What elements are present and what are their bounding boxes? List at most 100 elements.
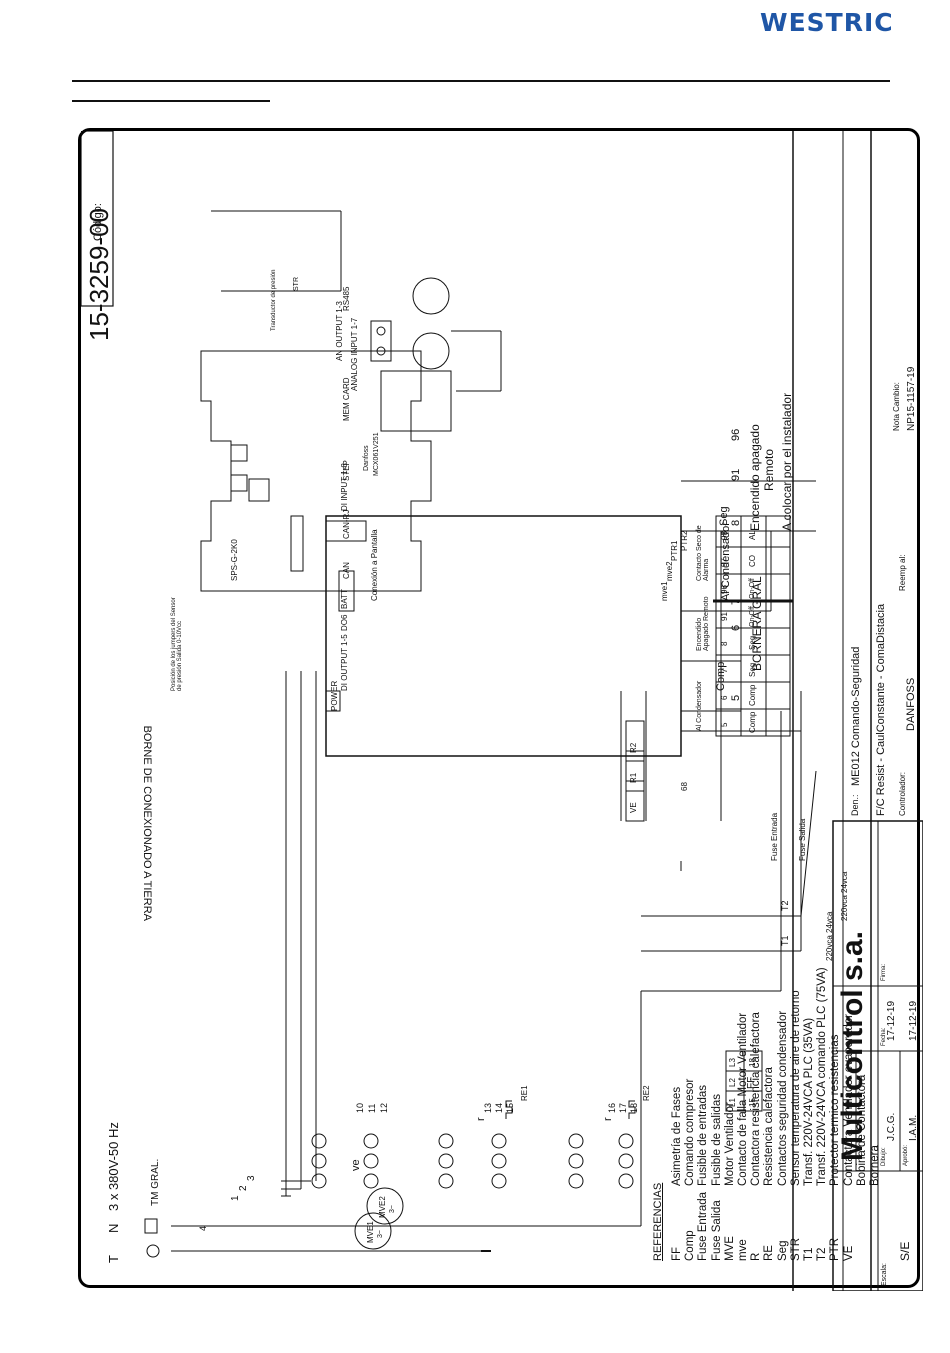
remote-note-2: Remoto xyxy=(762,448,776,491)
reference-code: T1 xyxy=(803,1247,815,1261)
dibujo-value: J.C.G. xyxy=(886,1112,897,1141)
fuse-out-label: Fuse Salida xyxy=(798,818,807,861)
main-three-phase-bus xyxy=(281,671,317,1197)
reference-row: Fuse SalidaFusible de salidas xyxy=(711,1094,723,1261)
remote-note-3: A colocar por el instalador xyxy=(780,392,794,531)
header-rule xyxy=(72,80,890,82)
schematic-rotated-canvas: Código: 15-3259-00 T N 3 x 380V-50 Hz TM… xyxy=(81,131,923,1291)
bornera-group-condensador: Al Condensador xyxy=(696,680,703,731)
den-line-2: F/C Resist - CaulConstante - ComaDistaci… xyxy=(875,603,887,816)
r2-output-17: 17 xyxy=(618,1102,628,1113)
controller-can-rj: CAN-RJ xyxy=(342,509,351,539)
reference-description: Contacto de falla Motor Ventilador xyxy=(737,1012,749,1186)
controller-batt: BATT xyxy=(340,589,349,609)
supply-label: 3 x 380V-50 Hz xyxy=(106,1122,121,1211)
earth-terminal-label: BORNE DE CONEXIONADO A TIERRA xyxy=(141,725,153,921)
ext-terminal-8: 8 xyxy=(730,519,742,526)
contactor-r2-group xyxy=(568,1100,636,1189)
reference-row: Fuse Entrada Fusible de entradas xyxy=(697,1085,709,1261)
phase-label-n: N xyxy=(106,1223,121,1233)
reference-description: Sensor temperatura de aire de retorno xyxy=(789,990,802,1186)
reference-code: FF xyxy=(671,1246,683,1261)
reference-description: Contactora resistencia calefactora xyxy=(750,1012,763,1186)
motor-mve1: MVE1 xyxy=(366,1221,375,1243)
bornera-lines xyxy=(713,515,793,737)
wire-4-label: 4 xyxy=(198,1225,208,1231)
reference-description: Bornera xyxy=(869,1145,881,1186)
coil-r1: R1 xyxy=(629,772,638,783)
reference-description: Fusible de salidas xyxy=(710,1093,723,1186)
reference-code: Fuse Entrada xyxy=(697,1191,710,1261)
controller-analog-in: ANALOG INPUT 1-7 xyxy=(350,317,359,391)
bornera-label-91: On-Off xyxy=(749,606,756,627)
ff-l3: L3 xyxy=(728,1058,737,1067)
phase-number-2: 2 xyxy=(238,1185,249,1191)
reference-code: PTR xyxy=(829,1238,842,1261)
reference-description: Fusible de entradas xyxy=(697,1084,710,1186)
reference-code: MVE xyxy=(723,1236,736,1261)
contactor-r1-group xyxy=(438,1100,513,1189)
main-switch-label: TM GRAL. xyxy=(150,1158,161,1206)
bornera-num-98: 98 xyxy=(720,531,729,540)
ext-terminal-6: 6 xyxy=(730,624,742,631)
contact-ptr1: PTR1 xyxy=(670,540,679,561)
contactor-ve-group xyxy=(311,1133,404,1250)
bornera-label-97: CO xyxy=(748,555,757,567)
contact-ptr2: PTR2 xyxy=(680,530,689,551)
nota-label: Nota Cambio: xyxy=(892,382,901,431)
reference-code: Seg xyxy=(776,1240,789,1261)
sheet-frame-lines xyxy=(81,131,872,1291)
r1-output-14: 14 xyxy=(494,1102,504,1113)
reference-description: Transf. 220V-24VCA comando PLC (75VA) xyxy=(816,967,829,1186)
t2-label: T2 xyxy=(780,900,790,911)
coil-ve: VE xyxy=(629,802,638,813)
t1-voltage: 220vca 24vca xyxy=(825,911,834,961)
controller-display-link: Conexión a Pantalla xyxy=(370,529,379,601)
bornera-group-alarm: Contacto Seco de Alarma xyxy=(696,525,710,581)
reference-description: Contactos seguridad condensador xyxy=(776,1010,789,1186)
bornera-label-98: AL xyxy=(748,530,757,540)
controller-power: POWER xyxy=(330,680,339,711)
bornera-num-96: 96 xyxy=(720,585,729,594)
reference-row: STRSensor temperatura de aire de retorno xyxy=(790,990,802,1261)
reference-row: T1 Transf. 220V-24VCA PLC (35VA) xyxy=(803,1018,815,1261)
reference-description: Motor Ventilador xyxy=(723,1102,736,1186)
den-label: Den.: xyxy=(850,794,860,816)
controller-body xyxy=(325,320,682,757)
ext-terminal-7: 7 xyxy=(730,598,742,605)
controller-do6: DO6 xyxy=(340,614,349,631)
sps-module-label: SPS-G-2K0 xyxy=(230,539,239,581)
fecha-value-1: 17-12-19 xyxy=(886,1000,897,1041)
controller-model: Danfoss xyxy=(363,445,370,471)
fecha-value-2: 17-12-19 xyxy=(908,1000,919,1041)
controller-can: CAN xyxy=(342,562,351,579)
sps-module-note: Posición de los jumpers del Sensor de pr… xyxy=(171,597,183,691)
reference-code: VE xyxy=(842,1245,855,1261)
controller-outputs: DI OUTPUT 1-5 xyxy=(340,634,349,691)
westric-logo: WESTRIC xyxy=(760,8,894,37)
reference-row: MVE Motor Ventilador xyxy=(724,1102,736,1261)
firma-label: Firma: xyxy=(881,964,887,981)
r2-group-label: r xyxy=(602,1117,614,1121)
bornera-label-96: On-Off xyxy=(749,578,756,599)
reference-row: mveContacto de falla Motor Ventilador xyxy=(737,1013,749,1261)
earth-neutral-wires xyxy=(144,991,642,1258)
phase-label-t: T xyxy=(106,1255,121,1263)
coil-r2: R2 xyxy=(629,742,638,753)
reference-description: Transf. 220V-24VCA PLC (35VA) xyxy=(803,1017,815,1186)
ext-terminal-5: 5 xyxy=(730,694,742,701)
ff-l2: L2 xyxy=(728,1078,737,1087)
motor-phase-1: 3~ xyxy=(377,1230,384,1238)
phase-number-3: 3 xyxy=(246,1175,257,1181)
reference-row: Bornera xyxy=(869,1145,881,1261)
str-sensor-label: STR xyxy=(293,277,300,291)
bornera-label-7: Seg xyxy=(748,662,757,677)
aprobo-value: I.A.M. xyxy=(908,1114,919,1141)
reemp-label: Reemp al: xyxy=(898,554,907,591)
r2-output-16: 16 xyxy=(607,1102,617,1113)
aprobo-label: Aprobó: xyxy=(903,1144,909,1166)
codigo-value: 15-3259-00 xyxy=(84,208,114,341)
r1-output-15: 15 xyxy=(505,1102,515,1113)
reference-description: Resistencia calefactora xyxy=(763,1067,776,1186)
ve-output-10: 10 xyxy=(355,1102,365,1113)
